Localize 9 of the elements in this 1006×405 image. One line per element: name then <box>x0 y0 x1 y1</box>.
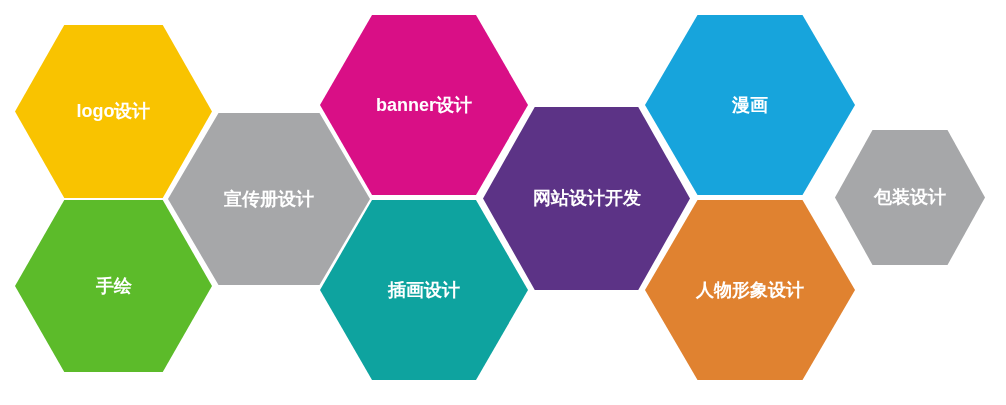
hexagon-label: 插画设计 <box>388 278 460 302</box>
hexagon-label: 人物形象设计 <box>696 278 804 302</box>
hexagon-label: 宣传册设计 <box>224 187 314 211</box>
hexagon-label: 网站设计开发 <box>532 187 641 210</box>
hexagon-label: logo设计 <box>76 100 151 123</box>
hexagon-label: banner设计 <box>376 93 472 117</box>
hexagon-label: 手绘 <box>95 274 132 298</box>
hexagon-label: 漫画 <box>732 93 768 117</box>
hexagon-label: 包装设计 <box>874 186 946 209</box>
